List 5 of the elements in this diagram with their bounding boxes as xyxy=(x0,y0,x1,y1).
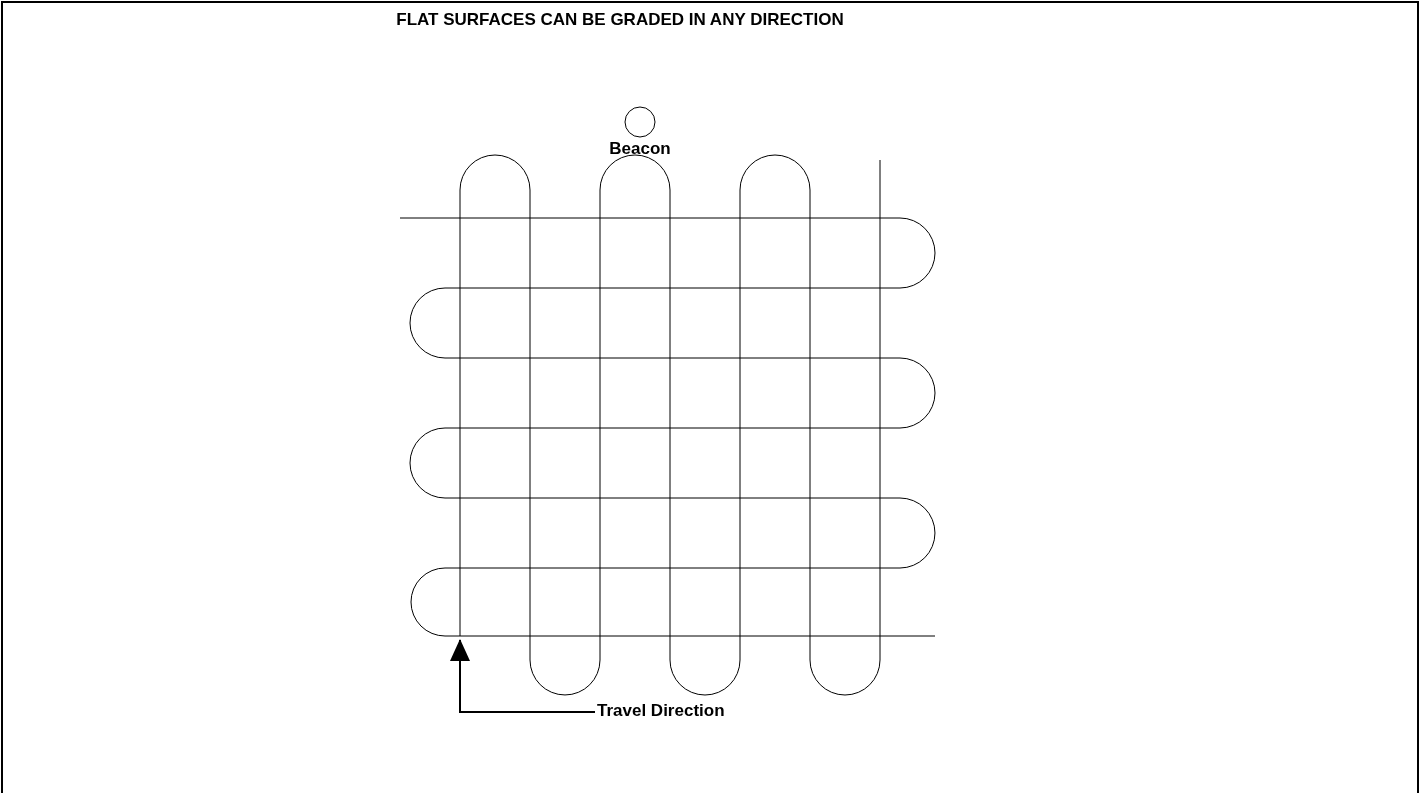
grading-path-drawing xyxy=(399,154,936,696)
leader-arrow xyxy=(450,639,596,713)
beacon-label: Beacon xyxy=(609,139,671,159)
callout-label: Travel Direction xyxy=(597,701,725,721)
diagram-title: FLAT SURFACES CAN BE GRADED IN ANY DIRECTION xyxy=(395,10,845,30)
